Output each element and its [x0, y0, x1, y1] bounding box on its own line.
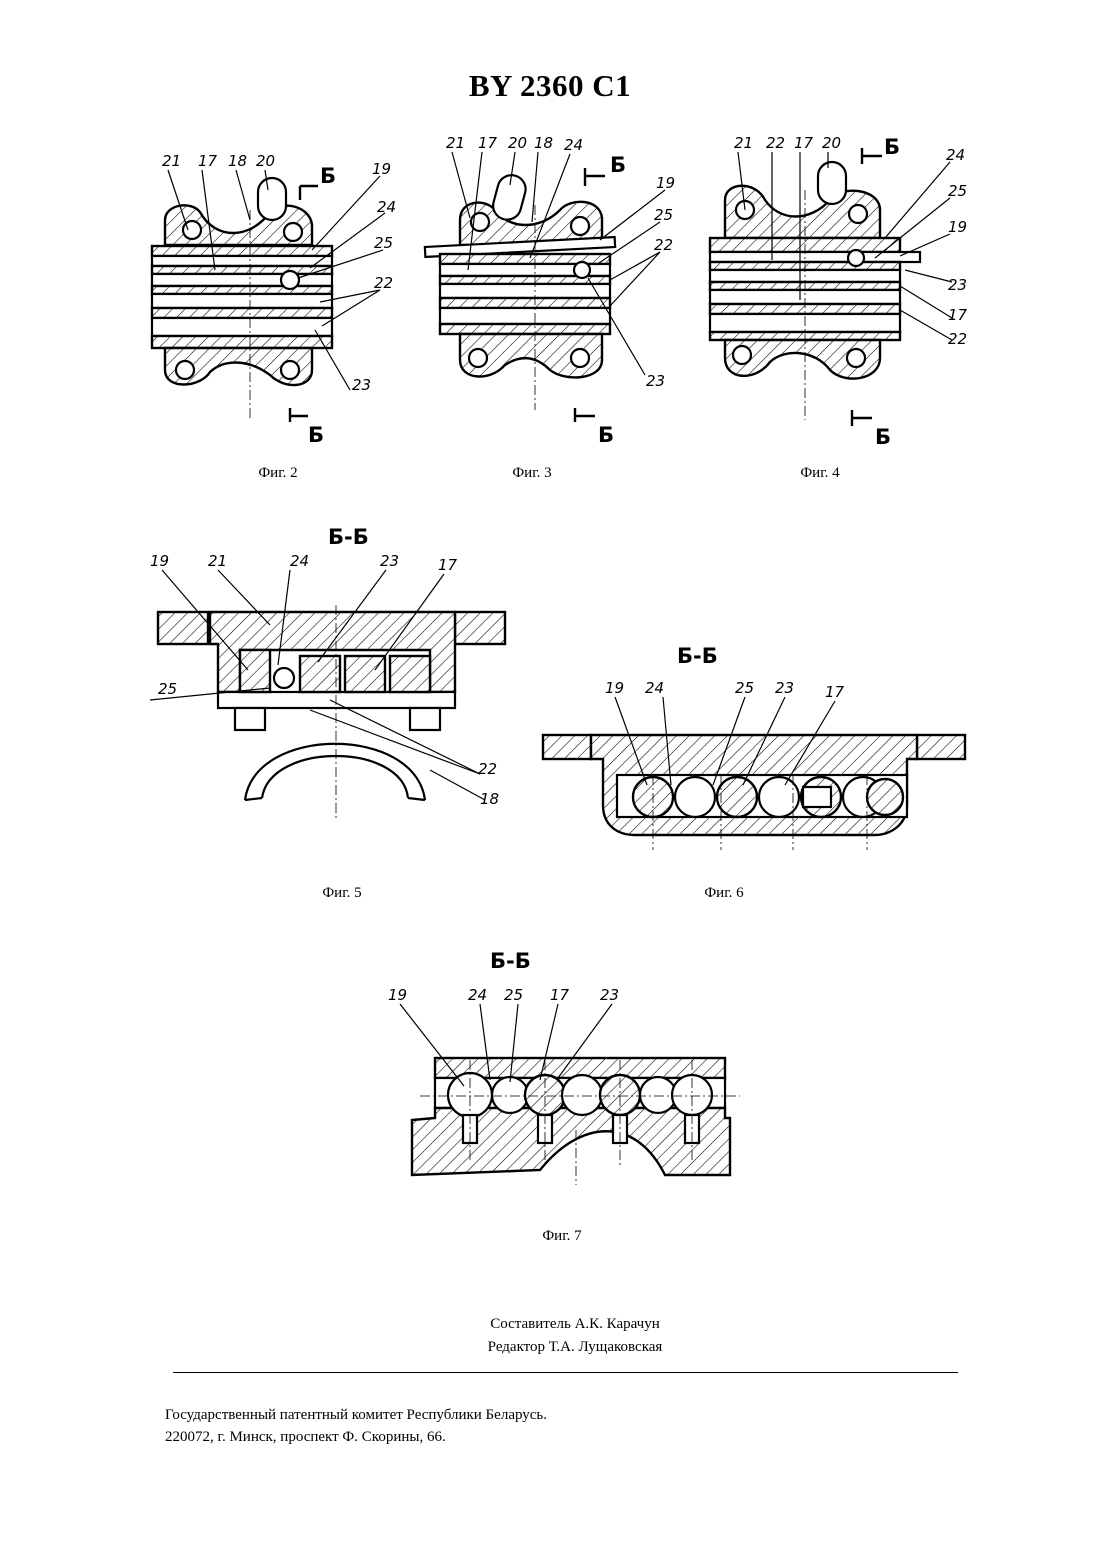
- org-address: 220072, г. Минск, проспект Ф. Скорины, 6…: [165, 1429, 446, 1446]
- label-22: 22: [654, 236, 673, 254]
- label-22: 22: [478, 760, 497, 778]
- label-25: 25: [158, 680, 177, 698]
- label-18: 18: [228, 152, 247, 170]
- label-17: 17: [438, 556, 458, 574]
- section-title: Б-Б: [328, 525, 369, 549]
- label-19: 19: [656, 174, 675, 192]
- label-19: 19: [605, 679, 624, 697]
- label-19: 19: [388, 986, 407, 1004]
- label-25: 25: [504, 986, 523, 1004]
- document-title: BY 2360 C1: [0, 68, 1100, 104]
- label-25: 25: [948, 182, 967, 200]
- caption-fig-7: Фиг. 7: [482, 1228, 642, 1245]
- label-17: 17: [948, 306, 968, 324]
- section-title: Б-Б: [490, 949, 531, 973]
- section-mark-bottom: Б: [598, 423, 614, 447]
- label-20: 20: [256, 152, 275, 170]
- label-24: 24: [377, 198, 396, 216]
- label-25: 25: [735, 679, 754, 697]
- label-22: 22: [374, 274, 393, 292]
- label-24: 24: [946, 146, 965, 164]
- label-23: 23: [948, 276, 967, 294]
- caption-fig-2: Фиг. 2: [198, 465, 358, 482]
- figure-6-drawing: Б-Б 19 24 25 23 17: [535, 635, 975, 855]
- label-17: 17: [198, 152, 218, 170]
- label-18: 18: [534, 134, 553, 152]
- section-mark-top: Б: [610, 153, 626, 177]
- caption-fig-3: Фиг. 3: [452, 465, 612, 482]
- figure-2-drawing: Б Б 21 17 18 20 19 24 25 22 23: [140, 150, 400, 450]
- label-23: 23: [646, 372, 665, 390]
- footer-divider: [173, 1372, 958, 1373]
- label-19: 19: [372, 160, 391, 178]
- label-21: 21: [208, 552, 227, 570]
- label-19: 19: [150, 552, 169, 570]
- label-24: 24: [290, 552, 309, 570]
- label-18: 18: [480, 790, 499, 808]
- label-19: 19: [948, 218, 967, 236]
- section-mark-top: Б: [884, 135, 900, 159]
- caption-fig-5: Фиг. 5: [262, 885, 422, 902]
- label-25: 25: [374, 234, 393, 252]
- caption-fig-4: Фиг. 4: [740, 465, 900, 482]
- composer-line: Составитель А.К. Карачун: [0, 1316, 1100, 1333]
- label-23: 23: [352, 376, 371, 394]
- label-25: 25: [654, 206, 673, 224]
- label-21: 21: [734, 134, 753, 152]
- label-17: 17: [825, 683, 845, 701]
- caption-fig-6: Фиг. 6: [644, 885, 804, 902]
- label-22: 22: [766, 134, 785, 152]
- figure-3-drawing: Б Б 21 17 20 18 24 19 25 22 23: [420, 130, 690, 450]
- org-name: Государственный патентный комитет Респуб…: [165, 1407, 547, 1424]
- label-22: 22: [948, 330, 967, 348]
- figure-5-drawing: Б-Б 19 21 24 23 17 25 22 18: [140, 520, 520, 830]
- label-24: 24: [645, 679, 664, 697]
- label-23: 23: [600, 986, 619, 1004]
- section-mark-bottom: Б: [308, 423, 324, 447]
- section-title: Б-Б: [677, 644, 718, 668]
- label-17: 17: [794, 134, 814, 152]
- label-21: 21: [162, 152, 181, 170]
- label-24: 24: [564, 136, 583, 154]
- label-23: 23: [775, 679, 794, 697]
- label-17: 17: [478, 134, 498, 152]
- figure-7-drawing: Б-Б 19 24 25 17 23: [380, 940, 760, 1190]
- figure-4-drawing: Б Б 21 22 17 20 24 25 19 23 17 22: [700, 130, 990, 450]
- label-21: 21: [446, 134, 465, 152]
- label-17: 17: [550, 986, 570, 1004]
- section-mark-bottom: Б: [875, 425, 891, 449]
- section-mark-top: Б: [320, 164, 336, 188]
- editor-line: Редактор Т.А. Лущаковская: [0, 1339, 1100, 1356]
- label-23: 23: [380, 552, 399, 570]
- label-24: 24: [468, 986, 487, 1004]
- label-20: 20: [822, 134, 841, 152]
- label-20: 20: [508, 134, 527, 152]
